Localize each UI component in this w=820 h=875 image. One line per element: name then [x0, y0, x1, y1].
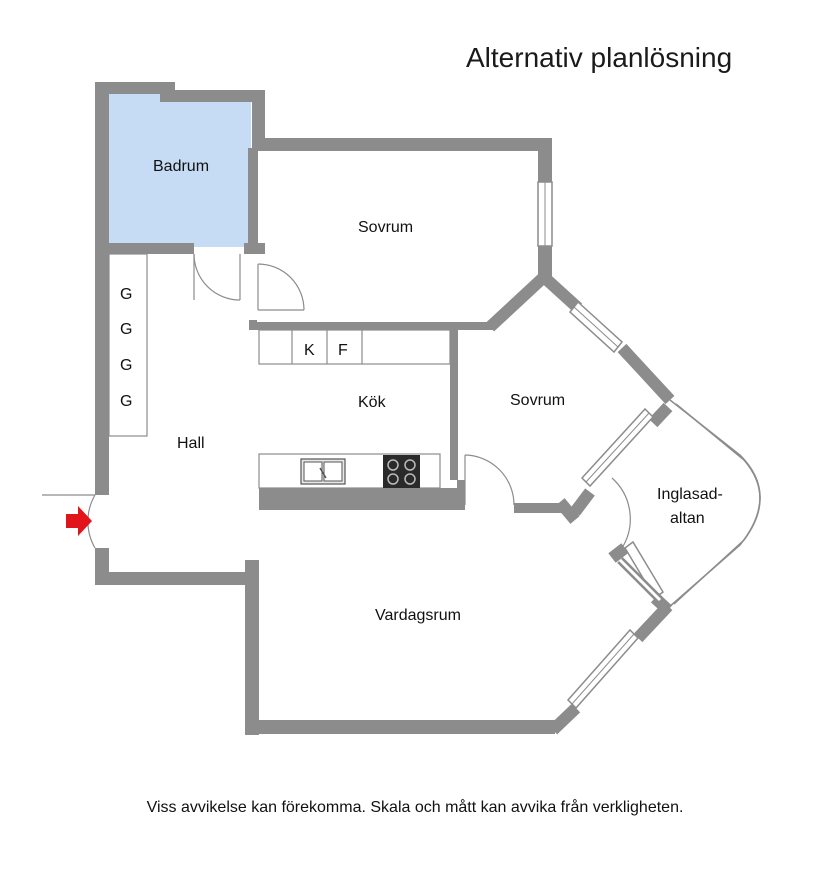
exterior-walls [95, 82, 555, 735]
diagonal-walls [485, 271, 675, 735]
room-label-sovrum-2: Sovrum [510, 392, 565, 409]
freezer-label: F [338, 342, 348, 359]
room-label-kok: Kök [358, 394, 387, 411]
fridge-label: K [304, 342, 315, 359]
wardrobe-label: G [120, 393, 132, 410]
entrance-arrow-icon [66, 506, 92, 536]
wardrobe-label: G [120, 321, 132, 338]
room-label-altan-line1: Inglasad- [657, 486, 723, 503]
sink-icon [300, 458, 346, 485]
room-label-hall: Hall [177, 435, 205, 452]
stove-icon [383, 455, 420, 488]
wardrobes [108, 253, 148, 437]
door-swings [42, 253, 631, 549]
glazed-balcony [667, 399, 761, 609]
kitchen-upper-counter [258, 329, 451, 365]
wardrobe-label: G [120, 357, 132, 374]
room-label-badrum: Badrum [153, 158, 209, 175]
wardrobe-label: G [120, 286, 132, 303]
room-label-altan-line2: altan [670, 510, 705, 527]
plan-title: Alternativ planlösning [466, 42, 733, 73]
window-bedroom [537, 181, 553, 247]
diagonal-windows [566, 300, 664, 710]
disclaimer-text: Viss avvikelse kan förekomma. Skala och … [146, 799, 684, 816]
room-label-vardagsrum: Vardagsrum [375, 607, 461, 624]
kitchen-lower-counter [258, 453, 441, 489]
interior-walls [109, 148, 494, 510]
bathroom-area [109, 92, 251, 247]
room-label-sovrum-1: Sovrum [358, 219, 413, 236]
